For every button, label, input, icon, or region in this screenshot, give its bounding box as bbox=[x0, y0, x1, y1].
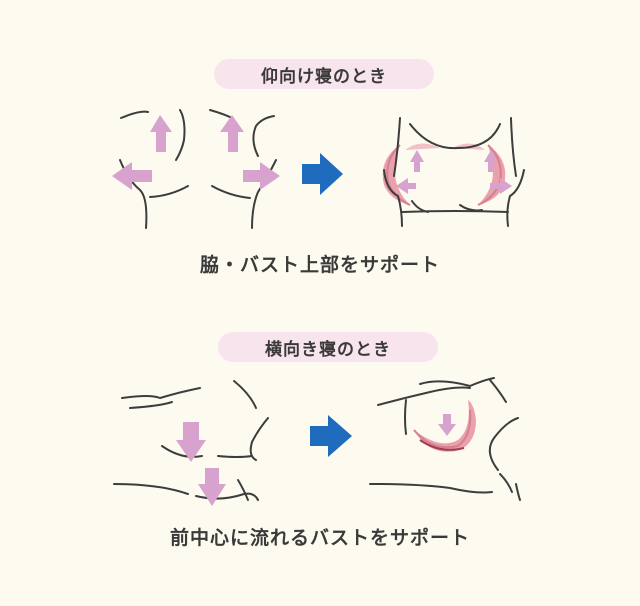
side-label: 横向き寝のとき bbox=[218, 332, 438, 362]
arrow-up-icon bbox=[484, 150, 498, 172]
supine-motion-arrows bbox=[112, 115, 280, 190]
side-after-figure bbox=[369, 377, 521, 501]
arrow-down-icon bbox=[438, 414, 456, 436]
arrow-right-icon bbox=[490, 178, 512, 194]
arrow-right-icon bbox=[243, 162, 280, 190]
side-caption: 前中心に流れるバストをサポート bbox=[169, 527, 470, 549]
side-motion-arrows bbox=[176, 422, 226, 506]
transition-arrow-icon bbox=[310, 415, 352, 457]
supine-after-arrows bbox=[396, 150, 512, 194]
arrow-up-icon bbox=[410, 150, 424, 172]
supine-caption: 脇・バスト上部をサポート bbox=[199, 254, 440, 276]
arrow-left-icon bbox=[112, 162, 152, 190]
supine-before-figure bbox=[119, 109, 277, 229]
transition-arrow-icon bbox=[302, 153, 343, 195]
arrow-up-icon bbox=[150, 115, 172, 152]
arrow-left-icon bbox=[396, 178, 416, 194]
arrow-up-icon bbox=[220, 115, 244, 152]
arrow-down-icon bbox=[198, 468, 226, 506]
supine-support-pads bbox=[382, 143, 506, 206]
supine-after-figure bbox=[383, 117, 525, 227]
supine-label: 仰向け寝のとき bbox=[214, 59, 434, 89]
arrow-down-icon bbox=[176, 422, 206, 462]
side-support-pad bbox=[413, 400, 476, 452]
